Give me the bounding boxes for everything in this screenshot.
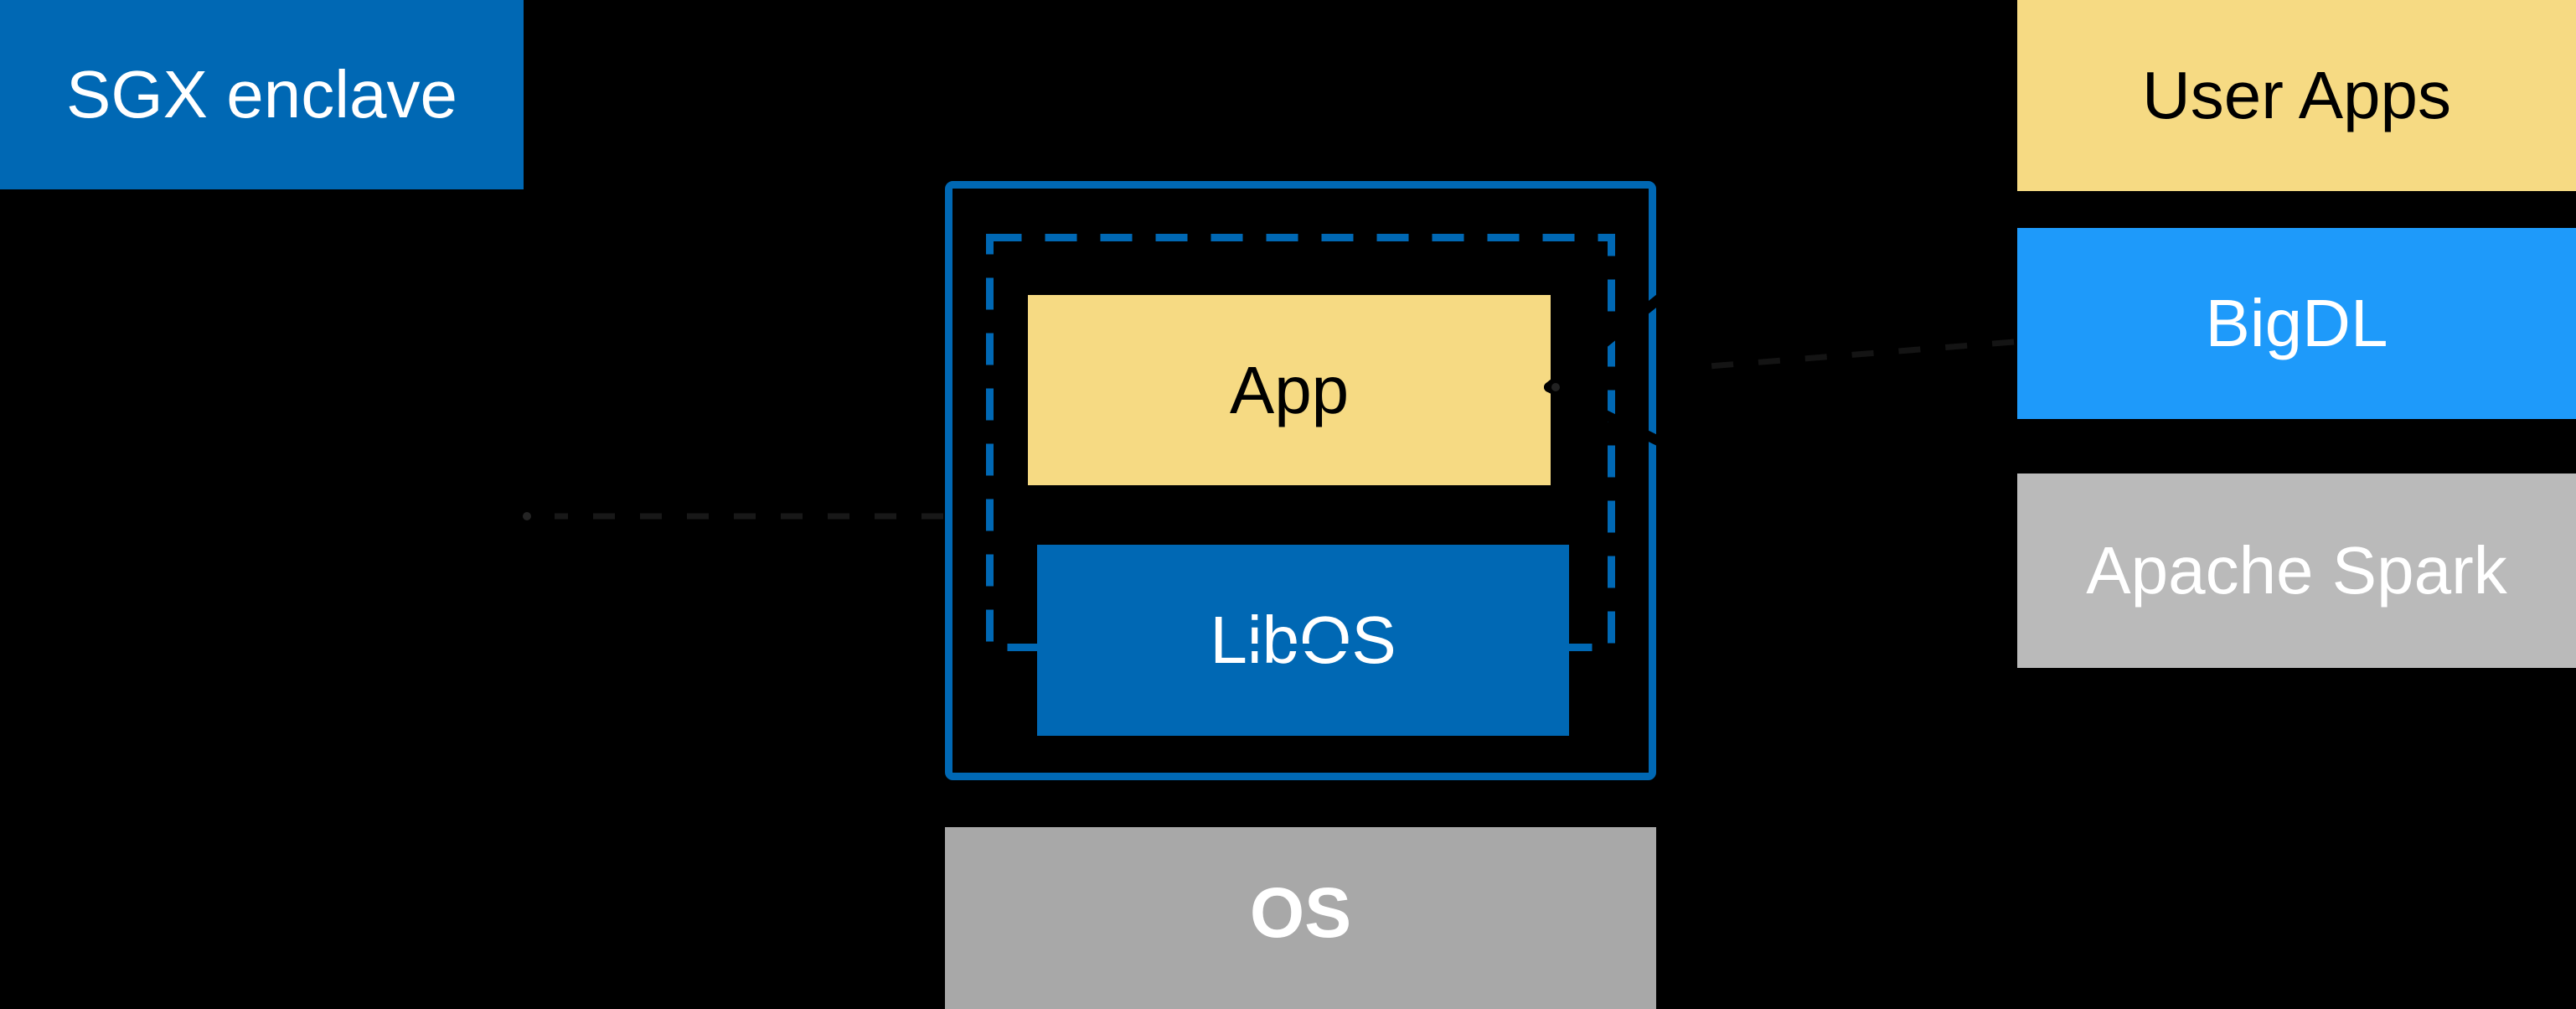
apache-spark-label: Apache Spark (2086, 533, 2507, 608)
arrow-enclave-link-tip-dot (523, 512, 531, 520)
arrow-bigdl-to-app-barb-lower (1544, 382, 1697, 463)
os-label: OS (1249, 872, 1352, 952)
bigdl-box: BigDL (2017, 228, 2576, 419)
os-box: OS (945, 827, 1656, 1009)
sgx-enclave-box: SGX enclave (0, 0, 524, 189)
apache-spark-box: Apache Spark (2017, 473, 2576, 668)
user-apps-box: User Apps (2017, 0, 2576, 191)
libos-box: LibOS (1037, 545, 1569, 736)
arrow-enclave-link-head (520, 503, 549, 530)
arrow-bigdl-to-app-tip-dot (1551, 383, 1560, 391)
sgx-enclave-label: SGX enclave (66, 57, 457, 132)
arrow-bigdl-to-app-barb-upper (1544, 267, 1697, 392)
bigdl-label: BigDL (2205, 286, 2388, 360)
arrow-bigdl-to-app-shaft (1708, 339, 2015, 370)
app-box: App (1028, 295, 1551, 485)
libos-label: LibOS (1210, 603, 1396, 677)
user-apps-label: User Apps (2141, 58, 2452, 132)
app-label: App (1229, 352, 1350, 427)
